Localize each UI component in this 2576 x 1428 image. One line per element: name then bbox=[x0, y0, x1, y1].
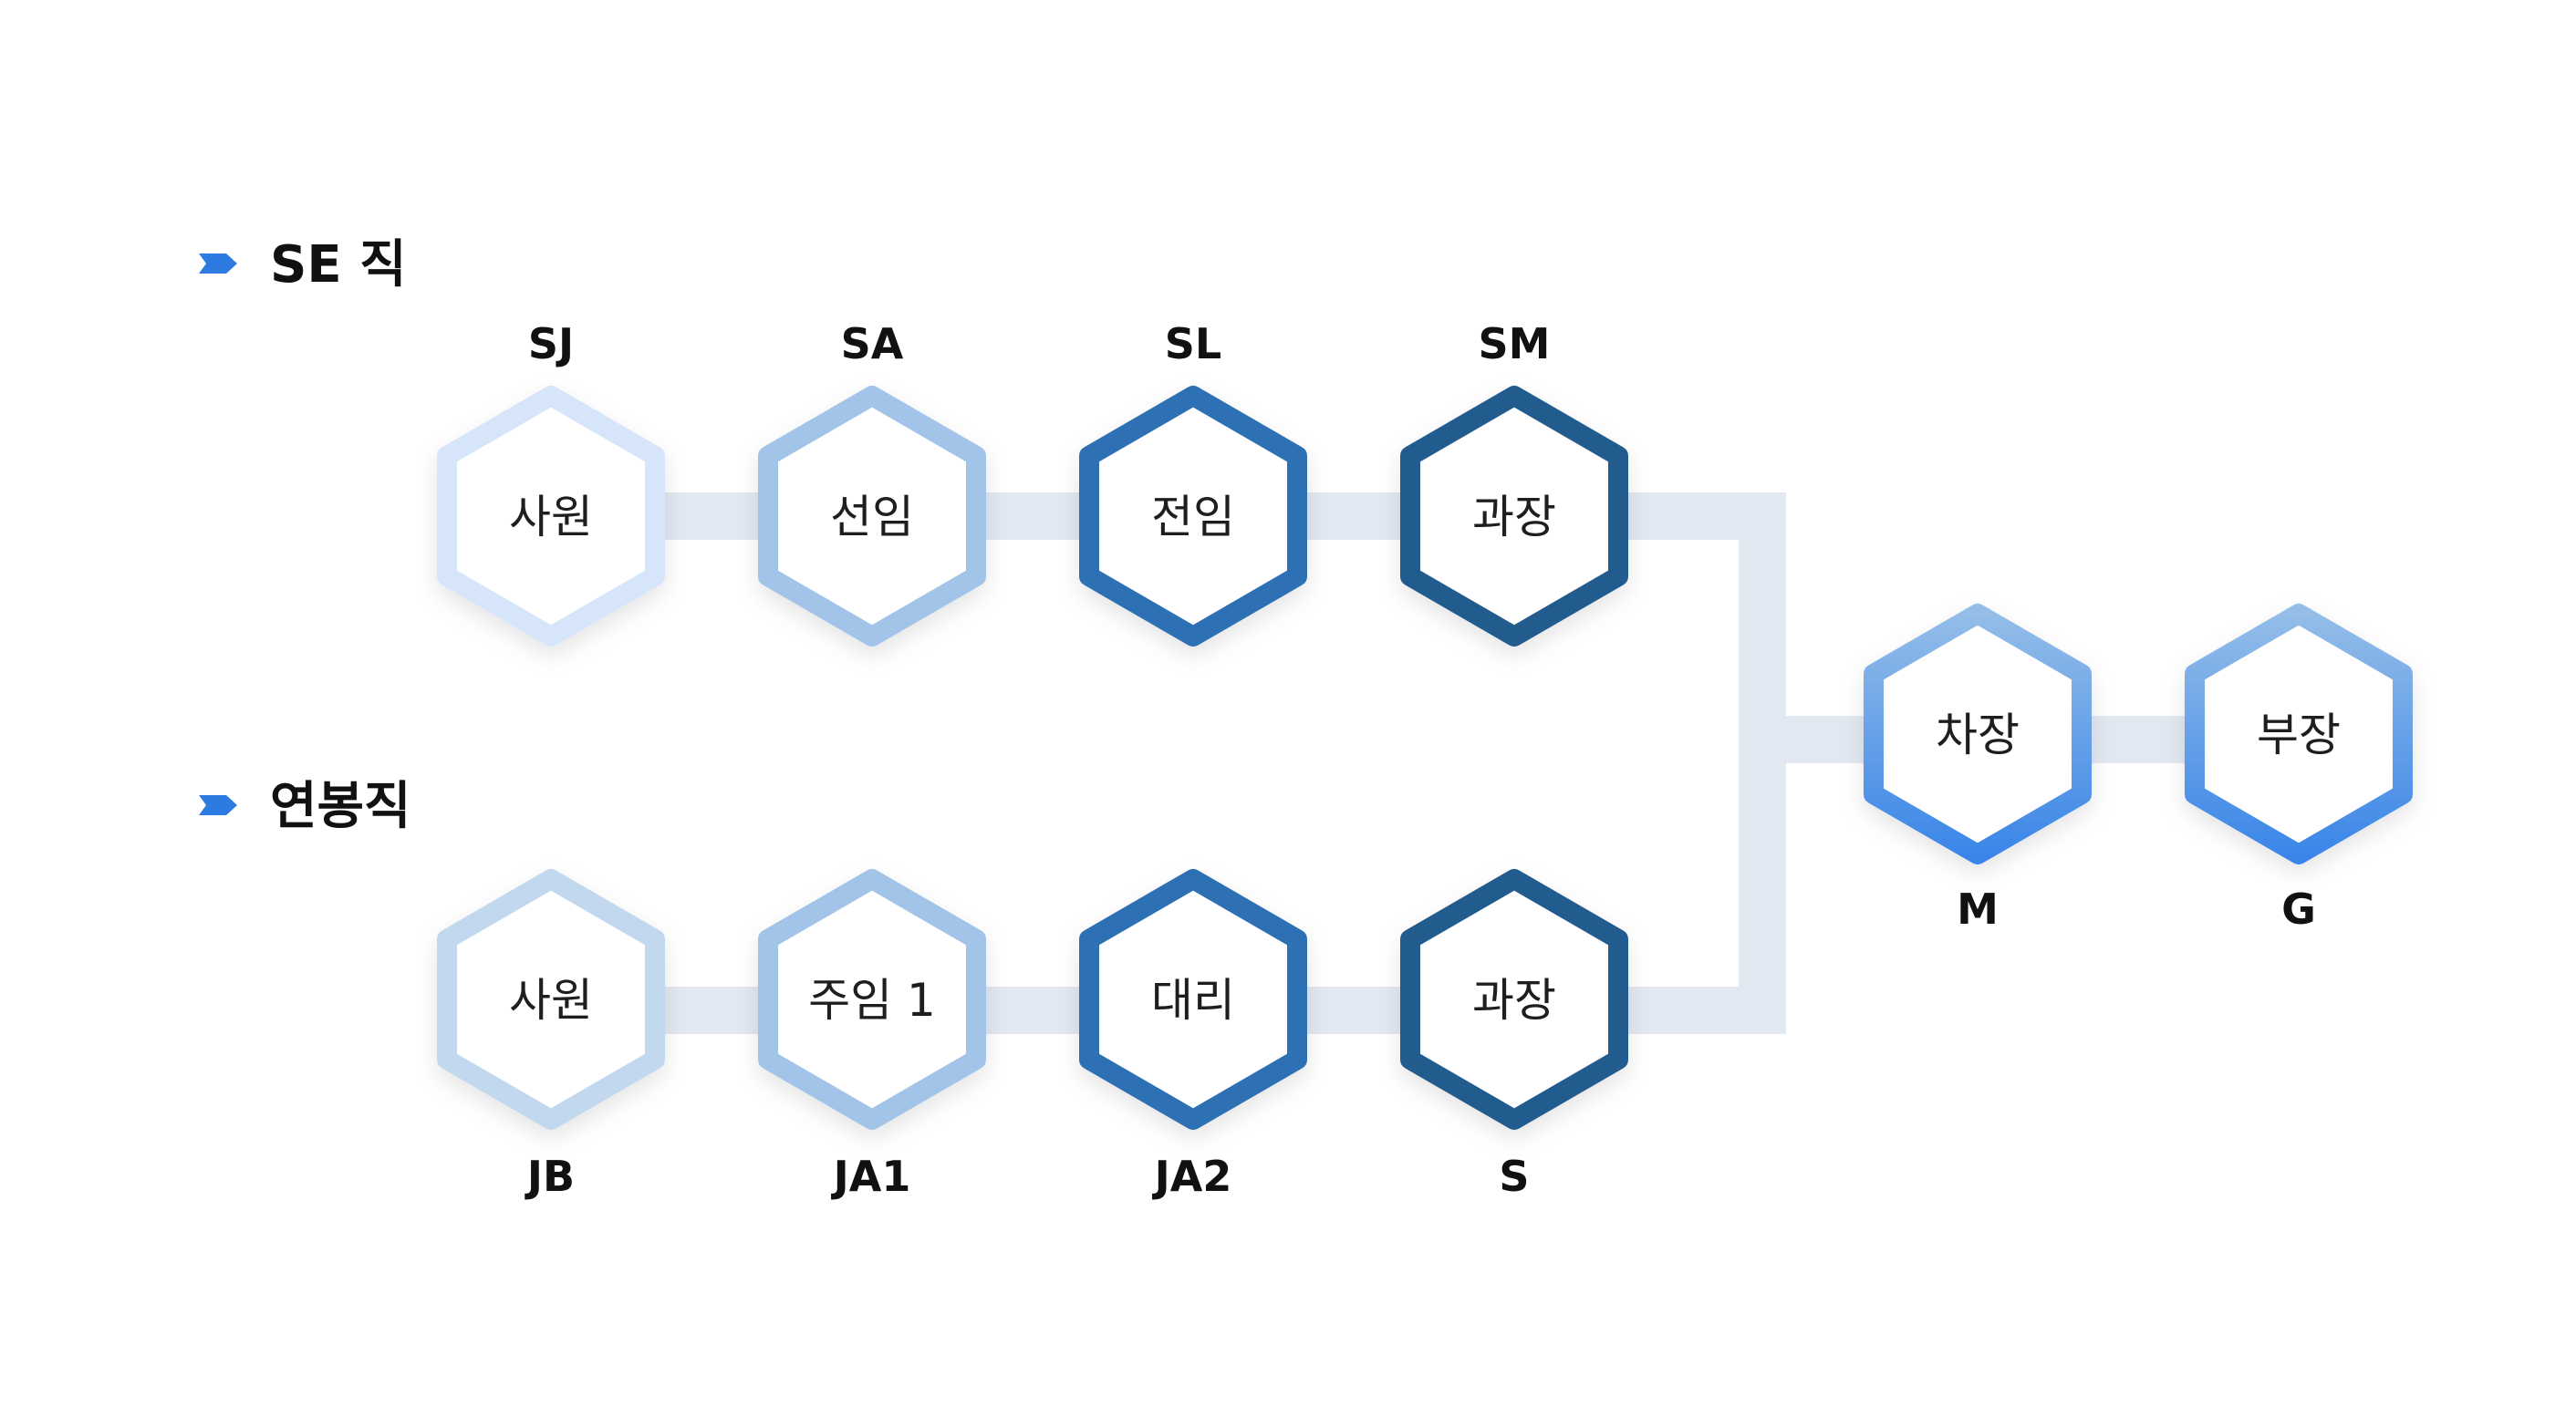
code-label: SL bbox=[1165, 319, 1221, 368]
salary-track: 사원 JB 주임 1 JA1 대리 JA2 과장 S bbox=[437, 869, 1628, 1201]
hex-node-sj: 사원 bbox=[437, 386, 665, 647]
arrow-marker-icon bbox=[199, 795, 237, 815]
hex-node-sm: 과장 bbox=[1400, 386, 1628, 647]
node-label: 주임 1 bbox=[808, 974, 936, 1027]
section-se: SE 직 bbox=[199, 235, 407, 295]
code-label: M bbox=[1957, 885, 1999, 934]
hex-node-jb: 사원 bbox=[437, 869, 665, 1130]
node-label: 사원 bbox=[509, 974, 593, 1027]
code-label: JA1 bbox=[831, 1152, 911, 1201]
node-label: 전임 bbox=[1151, 491, 1235, 543]
section-salary: 연봉직 bbox=[199, 777, 411, 836]
node-label: 차장 bbox=[1936, 709, 2020, 761]
code-label: G bbox=[2281, 885, 2316, 934]
node-label: 과장 bbox=[1472, 974, 1556, 1027]
hex-node-s: 과장 bbox=[1400, 869, 1628, 1130]
hex-node-g: 부장 bbox=[2185, 604, 2413, 864]
code-label: SJ bbox=[528, 319, 574, 368]
hex-node-sl: 전임 bbox=[1079, 386, 1307, 647]
node-label: 사원 bbox=[509, 491, 593, 543]
node-label: 부장 bbox=[2257, 709, 2341, 761]
section-title: 연봉직 bbox=[270, 777, 411, 836]
code-label: JB bbox=[525, 1152, 575, 1201]
hex-node-ja1: 주임 1 bbox=[758, 869, 986, 1130]
node-label: 과장 bbox=[1472, 491, 1556, 543]
merged-track: 차장 M 부장 G bbox=[1864, 604, 2413, 934]
arrow-marker-icon bbox=[199, 254, 237, 274]
connector-merge-to-m bbox=[1739, 716, 1866, 763]
section-title: SE 직 bbox=[270, 235, 407, 295]
node-label: 대리 bbox=[1151, 974, 1235, 1027]
connector-m-to-g bbox=[2083, 716, 2189, 763]
code-label: S bbox=[1499, 1152, 1529, 1201]
hex-node-m: 차장 bbox=[1864, 604, 2092, 864]
code-label: JA2 bbox=[1152, 1152, 1232, 1201]
hex-node-ja2: 대리 bbox=[1079, 869, 1307, 1130]
code-label: SA bbox=[841, 319, 904, 368]
se-track: 사원 SJ 선임 SA 전임 SL 과장 SM bbox=[437, 319, 1628, 647]
code-label: SM bbox=[1479, 319, 1551, 368]
hex-node-sa: 선임 bbox=[758, 386, 986, 647]
node-label: 선임 bbox=[830, 491, 914, 543]
